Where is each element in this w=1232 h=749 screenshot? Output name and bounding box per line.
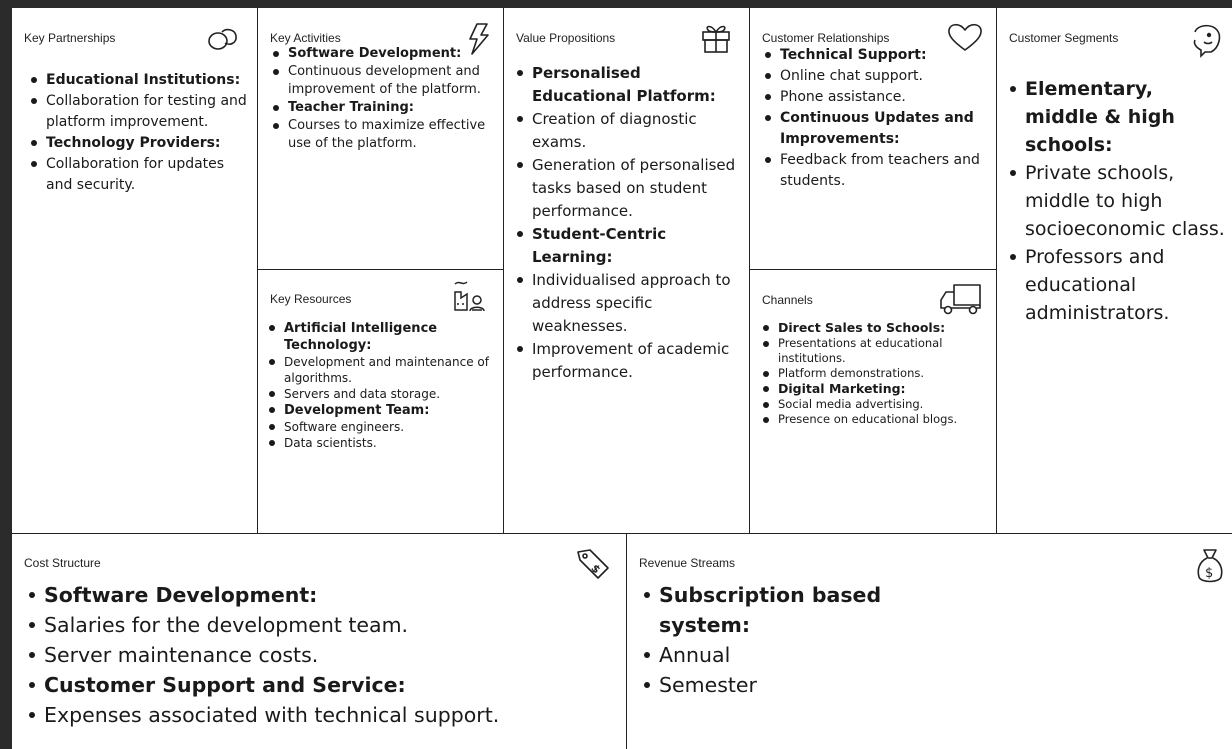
customer-relationships-section: Customer Relationships Technical Support… xyxy=(750,8,997,270)
list-item: Technical Support: xyxy=(762,45,990,66)
list-item: Salaries for the development team. xyxy=(26,610,626,640)
list-item: Private schools, middle to high socioeco… xyxy=(1007,159,1229,243)
list-item: Data scientists. xyxy=(266,435,498,451)
list-item: Courses to maximize effective use of the… xyxy=(270,117,496,153)
customer-segments-section: Customer Segments Elementary, middle & h… xyxy=(997,8,1232,534)
list-item: Personalised Educational Platform: xyxy=(514,62,744,108)
list-item: Presence on educational blogs. xyxy=(760,412,992,427)
list-item: Collaboration for updates and security. xyxy=(28,154,252,196)
list-item: Individualised approach to address speci… xyxy=(514,269,744,338)
cost-structure-section: Cost Structure $ Software Development: S… xyxy=(12,534,627,749)
lightning-icon xyxy=(467,22,491,56)
list-item: Presentations at educational institution… xyxy=(760,336,992,366)
list-item: Expenses associated with technical suppo… xyxy=(26,700,626,730)
channels-list: Direct Sales to Schools: Presentations a… xyxy=(760,320,992,427)
factory-worker-icon xyxy=(451,278,487,312)
list-item: Development Team: xyxy=(266,402,498,419)
list-item: Educational Institutions: xyxy=(28,70,252,91)
left-frame xyxy=(0,0,12,749)
customer-segments-list: Elementary, middle & high schools: Priva… xyxy=(1007,75,1229,327)
list-item: Improvement of academic performance. xyxy=(514,338,744,384)
list-item: Server maintenance costs. xyxy=(26,640,626,670)
section-title: Customer Segments xyxy=(1009,31,1119,45)
gift-icon xyxy=(699,20,733,54)
channels-section: Channels Direct Sales to Schools: Presen… xyxy=(750,270,997,534)
key-activities-list: Software Development: Continuous develop… xyxy=(270,45,496,153)
list-item: Customer Support and Service: xyxy=(26,670,626,700)
value-propositions-section: Value Propositions Personalised Educatio… xyxy=(504,8,750,534)
revenue-streams-list: Subscription based system: Annual Semest… xyxy=(641,580,941,700)
heart-icon xyxy=(946,22,984,52)
list-item: Phone assistance. xyxy=(762,87,990,108)
value-propositions-list: Personalised Educational Platform: Creat… xyxy=(514,62,744,384)
key-resources-section: Key Resources Artificial Intelligence Te… xyxy=(258,270,504,534)
truck-icon xyxy=(938,282,984,316)
revenue-streams-section: Revenue Streams $ Subscription based sys… xyxy=(627,534,1232,749)
list-item: Subscription based system: xyxy=(641,580,941,640)
list-item: Technology Providers: xyxy=(28,133,252,154)
list-item: Social media advertising. xyxy=(760,397,992,412)
section-title: Key Partnerships xyxy=(24,31,116,45)
key-resources-list: Artificial Intelligence Technology: Deve… xyxy=(266,320,498,451)
list-item: Servers and data storage. xyxy=(266,386,498,402)
list-item: Continuous Updates and Improvements: xyxy=(762,108,990,150)
key-activities-section: Key Activities Software Development: Con… xyxy=(258,8,504,270)
list-item: Collaboration for testing and platform i… xyxy=(28,91,252,133)
list-item: Feedback from teachers and students. xyxy=(762,150,990,192)
list-item: Teacher Training: xyxy=(270,99,496,117)
price-tag-icon: $ xyxy=(572,544,612,584)
list-item: Software Development: xyxy=(26,580,626,610)
list-item: Semester xyxy=(641,670,941,700)
customer-relationships-list: Technical Support: Online chat support. … xyxy=(762,45,990,192)
svg-text:$: $ xyxy=(588,562,603,577)
key-partnerships-section: Key Partnerships Educational Institution… xyxy=(12,8,258,534)
list-item: Professors and educational administrator… xyxy=(1007,243,1229,327)
list-item: Digital Marketing: xyxy=(760,381,992,397)
list-item: Software Development: xyxy=(270,45,496,63)
section-title: Channels xyxy=(762,293,813,307)
section-title: Revenue Streams xyxy=(639,556,736,570)
section-title: Key Activities xyxy=(270,31,341,45)
list-item: Online chat support. xyxy=(762,66,990,87)
list-item: Continuous development and improvement o… xyxy=(270,63,496,99)
svg-text:$: $ xyxy=(1205,566,1213,581)
list-item: Platform demonstrations. xyxy=(760,366,992,381)
section-title: Customer Relationships xyxy=(762,31,890,45)
key-partnerships-list: Educational Institutions: Collaboration … xyxy=(28,70,252,196)
face-icon xyxy=(1187,22,1223,58)
section-title: Cost Structure xyxy=(24,556,101,570)
list-item: Generation of personalised tasks based o… xyxy=(514,154,744,223)
list-item: Artificial Intelligence Technology: xyxy=(266,320,498,354)
cost-structure-list: Software Development: Salaries for the d… xyxy=(26,580,626,730)
list-item: Elementary, middle & high schools: xyxy=(1007,75,1229,159)
list-item: Annual xyxy=(641,640,941,670)
list-item: Direct Sales to Schools: xyxy=(760,320,992,336)
list-item: Development and maintenance of algorithm… xyxy=(266,354,498,386)
list-item: Software engineers. xyxy=(266,419,498,435)
top-frame xyxy=(0,0,1232,8)
section-title: Key Resources xyxy=(270,292,352,306)
list-item: Creation of diagnostic exams. xyxy=(514,108,744,154)
section-title: Value Propositions xyxy=(516,31,616,45)
money-bag-icon: $ xyxy=(1195,546,1225,586)
link-icon xyxy=(206,24,240,54)
list-item: Student-Centric Learning: xyxy=(514,223,744,269)
